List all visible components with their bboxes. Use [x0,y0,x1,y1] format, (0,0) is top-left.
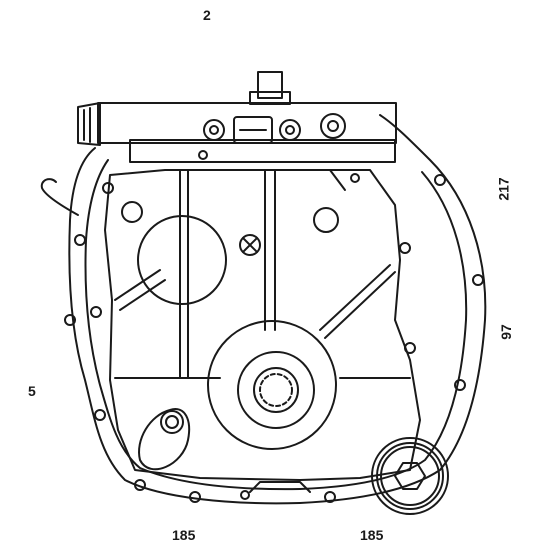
splined-shaft-inner [259,373,293,407]
housing-body [104,169,421,481]
valve-block-lower [129,139,396,163]
valve-spool [233,116,273,144]
bearing-bore [137,215,227,305]
flange-bolt-hole [434,174,446,186]
flange-bolt-hole [94,409,106,421]
housing-rib [319,264,391,331]
small-bore [121,201,143,223]
housing-rib [119,279,166,311]
callout-right-upper: 217 [495,177,512,201]
housing-bolt-hole [198,150,208,160]
valve-bolt [203,119,225,141]
valve-bolt [279,119,301,141]
drain-plug [380,446,440,506]
drain-plug [371,437,449,515]
callout-bottom-right: 185 [360,527,384,543]
valve-bolt [209,125,219,135]
outer-flange-outline [68,114,487,505]
housing-rib [114,269,161,301]
housing-bolt-hole [350,173,360,183]
inner-flange-outline [84,159,468,491]
housing-rib [324,271,396,339]
flange-bolt-hole [64,314,76,326]
valve-bolt [320,113,346,139]
valve-bolt [327,120,339,132]
housing-rib [329,169,346,191]
valve-bolt [285,125,295,135]
inspection-plug [165,415,179,429]
flange-bolt-hole [74,234,86,246]
cross-plug-mark [242,237,258,253]
callout-right-lower: 97 [497,324,514,340]
flange-bolt-hole [102,182,114,194]
housing-bolt-hole [90,306,102,318]
small-bore [313,207,339,233]
output-housing [207,320,337,450]
flange-bolt-hole [134,479,146,491]
flange-bolt-hole [324,491,336,503]
housing-bolt-hole [399,242,411,254]
inspection-plug-recess [138,408,190,471]
output-flange [237,351,315,429]
cross-plug [239,234,261,256]
housing-bolt-hole [240,490,250,500]
inspection-plug [160,410,184,434]
callout-bottom-left: 185 [172,527,196,543]
top-fitting-base [249,91,291,105]
drain-plug-hex [394,462,426,490]
housing-bolt-hole [404,342,416,354]
flange-bolt-hole [189,491,201,503]
callout-top: 2 [203,7,211,23]
top-fitting [257,71,283,99]
splined-shaft [253,367,299,413]
valve-block [97,102,397,144]
flange-bolt-hole [472,274,484,286]
callout-left: 5 [28,383,36,399]
drain-plug [376,442,444,510]
lifting-hook [40,178,79,216]
valve-block-end [77,102,101,146]
flange-bolt-hole [454,379,466,391]
bottom-cutout [249,481,311,493]
